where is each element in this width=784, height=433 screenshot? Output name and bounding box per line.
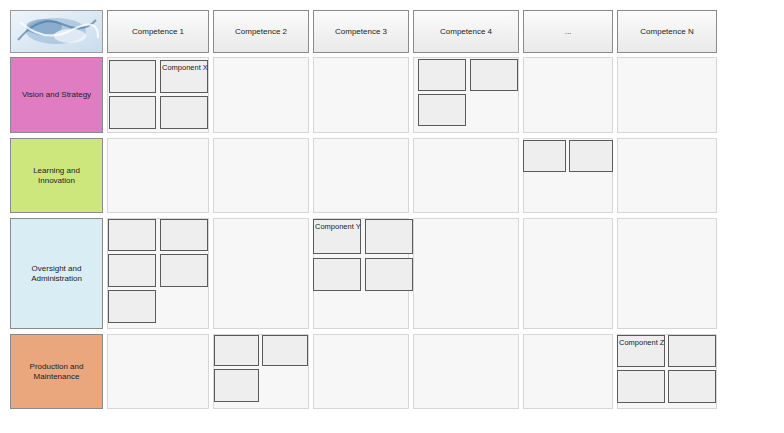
grid-cell — [414, 219, 519, 329]
grid-cell — [314, 58, 409, 133]
competence-header: Competence 4 — [413, 10, 519, 53]
grid-cell — [414, 335, 519, 409]
component-box — [524, 141, 566, 172]
row-header: Production and Maintenance — [10, 334, 103, 409]
row-header: Oversight and Administration — [10, 218, 103, 329]
row-header: Learning and Innovation — [10, 138, 103, 213]
header-label: Competence 1 — [132, 27, 184, 37]
empty-components — [109, 60, 716, 403]
grid-cell — [618, 139, 717, 213]
logo-frame — [11, 11, 103, 53]
grid-cell — [314, 335, 409, 409]
component-label: Component Y — [315, 222, 361, 231]
grid-cell — [214, 219, 309, 329]
component-box — [419, 95, 466, 126]
grid-cell — [214, 139, 309, 213]
row-header: Vision and Strategy — [10, 57, 103, 133]
component-box — [618, 371, 665, 403]
grid-cell — [414, 58, 519, 133]
component-box — [215, 336, 259, 366]
component-box — [419, 60, 466, 91]
header-label: Learning and Innovation — [15, 166, 98, 185]
header-label: Oversight and Administration — [15, 264, 98, 283]
component-box — [161, 255, 208, 287]
component-box — [669, 371, 716, 403]
header-label: Competence N — [640, 27, 693, 37]
component-box: Component Y — [313, 219, 361, 254]
grid-cell — [618, 219, 717, 329]
grid-cell — [314, 139, 409, 213]
header-label: Competence 3 — [335, 27, 387, 37]
header-label: ... — [565, 27, 572, 37]
competence-header: Competence N — [617, 10, 717, 53]
grid-cell — [524, 219, 613, 329]
component-box — [669, 336, 716, 367]
grid-cell — [618, 58, 717, 133]
component-box — [110, 97, 156, 129]
grid-cell — [108, 58, 209, 133]
component-box — [161, 97, 208, 129]
component-label: Component X — [162, 63, 208, 72]
grid-cell — [214, 335, 309, 409]
component-box — [314, 259, 361, 291]
grid-cell — [108, 139, 209, 213]
grid-cell — [108, 219, 209, 329]
component-label: Component Z — [619, 338, 664, 347]
competence-header: Competence 3 — [313, 10, 409, 53]
component-box — [215, 370, 259, 402]
header-label: Competence 2 — [235, 27, 287, 37]
competence-header: Competence 1 — [107, 10, 209, 53]
header-label: Competence 4 — [440, 27, 492, 37]
component-box — [110, 61, 156, 93]
competence-header: Competence 2 — [213, 10, 309, 53]
grid-cells — [108, 58, 717, 409]
header-label: Production and Maintenance — [15, 362, 98, 381]
component-box — [366, 259, 413, 291]
grid-cell — [108, 335, 209, 409]
component-box: Component Z — [617, 335, 665, 367]
component-box — [109, 220, 156, 251]
component-box — [109, 291, 156, 323]
grid-cell — [618, 335, 717, 409]
logo-image — [11, 11, 103, 53]
grid-cell — [414, 139, 519, 213]
component-box: Component X — [160, 60, 208, 93]
header-label: Vision and Strategy — [22, 90, 91, 100]
component-box — [366, 220, 413, 254]
grid-cell — [214, 58, 309, 133]
component-box — [109, 255, 156, 287]
component-box — [471, 60, 518, 91]
competence-header: ... — [523, 10, 613, 53]
grid-cell — [524, 335, 613, 409]
grid-cell — [524, 58, 613, 133]
component-box — [263, 336, 308, 366]
component-box — [570, 141, 613, 172]
component-box — [161, 220, 208, 251]
grid-cell — [524, 139, 613, 213]
logo-swirl — [20, 22, 98, 38]
